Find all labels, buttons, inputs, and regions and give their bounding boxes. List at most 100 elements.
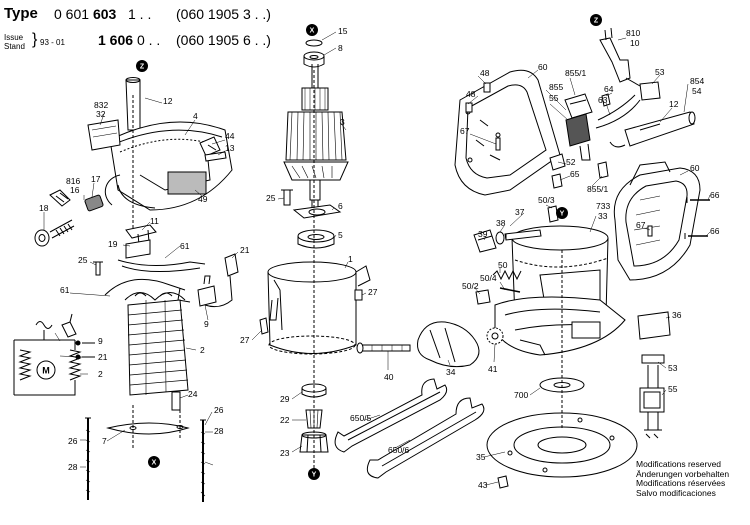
label-1: 1 [348, 254, 353, 264]
label-2a: 2 [200, 345, 205, 355]
screw-67-upper [495, 137, 501, 151]
label-41: 41 [488, 364, 498, 374]
label-15: 15 [338, 26, 348, 36]
label-48b: 48 [466, 89, 476, 99]
rod-40 [356, 342, 411, 354]
armature-3 [283, 64, 349, 216]
bearing-8 [303, 51, 325, 68]
screw-48-lower [465, 102, 473, 113]
label-13: 13 [225, 143, 235, 153]
collet-nut-23 [299, 431, 329, 453]
marker-z-right: Z [590, 14, 602, 26]
router-base-33 [494, 225, 626, 356]
type-number-2: 1 606 0 . . [98, 32, 160, 48]
type-suffix-1: 1 . . [128, 6, 152, 22]
label-650-5: 650/5 [350, 413, 372, 423]
label-12a: 12 [163, 96, 173, 106]
label-9b: 9 [98, 336, 103, 346]
label-28a: 28 [214, 426, 224, 436]
label-39: 39 [478, 229, 488, 239]
type-prefix-1: 0 601 [54, 6, 90, 22]
type-bold-1: 603 [92, 6, 117, 22]
label-34: 34 [446, 367, 456, 377]
long-screw-28-right [200, 419, 206, 502]
label-63: 63 [598, 95, 608, 105]
label-50-4: 50/4 [480, 273, 497, 283]
label-36: 36 [672, 310, 682, 320]
screw-25-left [93, 261, 103, 276]
label-53b: 53 [668, 363, 678, 373]
plug-810 [599, 27, 641, 87]
label-832: 832 [94, 100, 108, 110]
wrench-650-5 [334, 378, 448, 453]
label-52: 52 [566, 157, 576, 167]
star-washer-41 [486, 327, 504, 345]
label-sheet-832 [87, 119, 121, 151]
connector-19 [117, 239, 206, 273]
label-855-1b: 855/1 [587, 184, 609, 194]
label-55a: 55 [549, 93, 559, 103]
cable-clamp-52 [549, 153, 566, 171]
footer-line-en: Modifications reserved [636, 459, 722, 469]
screw-43 [497, 475, 509, 489]
label-854: 854 [690, 76, 704, 86]
label-25a: 25 [78, 255, 88, 265]
type-alt-1: (060 1905 3 . .) [176, 6, 271, 22]
wire-61 [104, 278, 191, 303]
label-38: 38 [496, 218, 506, 228]
label-9a: 9 [204, 319, 209, 329]
label-25b: 25 [266, 193, 276, 203]
collet-22 [305, 409, 323, 429]
label-8: 8 [338, 43, 343, 53]
screw-66-upper [686, 197, 710, 203]
label-23: 23 [280, 448, 290, 458]
label-40: 40 [384, 372, 394, 382]
type-number-1: 0 601 603 [54, 6, 116, 22]
screw-66-lower [684, 233, 708, 239]
label-48a: 48 [480, 68, 490, 78]
screw-27-right [354, 289, 363, 301]
long-screw-28-left [85, 417, 91, 500]
label-11: 11 [150, 216, 159, 226]
bolt-37 [504, 229, 542, 241]
issue-label: Issue [4, 33, 24, 42]
label-67b: 67 [636, 220, 646, 230]
ball-bearing-5 [297, 229, 335, 249]
wrench-650-6 [366, 397, 485, 479]
label-61a: 61 [180, 241, 190, 251]
stand-label: Stand [4, 42, 25, 51]
knob-34 [417, 321, 480, 368]
label-32: 32 [96, 109, 106, 119]
screw-67-lower [647, 225, 653, 237]
field-coil-2 [124, 292, 189, 396]
label-855-1a: 855/1 [565, 68, 587, 78]
marker-x-bottom: X [148, 456, 160, 468]
modifications-note: Modifications reserved Änderungen vorbeh… [636, 459, 729, 498]
label-65: 65 [570, 169, 580, 179]
sheet-36 [637, 311, 671, 340]
label-26a: 26 [214, 405, 224, 415]
label-17: 17 [91, 174, 101, 184]
connector-53-top [639, 81, 661, 101]
bearing-plate-6 [292, 204, 342, 219]
label-27a: 27 [368, 287, 378, 297]
screw-50-4 [499, 287, 521, 293]
label-855: 855 [549, 82, 563, 92]
label-26b: 26 [68, 436, 78, 446]
label-6: 6 [338, 201, 343, 211]
label-50: 50 [498, 260, 508, 270]
label-43: 43 [478, 480, 488, 490]
motor-symbol-label: M [42, 366, 50, 376]
switch-855 [564, 93, 593, 161]
screw-13 [204, 151, 227, 162]
label-60a: 60 [538, 62, 548, 72]
depth-stop-53-55 [639, 354, 665, 439]
label-27b: 27 [240, 335, 250, 345]
footer-line-es: Salvo modificaciones [636, 487, 716, 498]
type-bold-2: 1 606 [98, 32, 134, 48]
label-28b: 28 [68, 462, 78, 472]
label-733: 733 [596, 201, 610, 211]
marker-z-left: Z [136, 60, 148, 72]
retaining-ring-15 [305, 39, 323, 47]
